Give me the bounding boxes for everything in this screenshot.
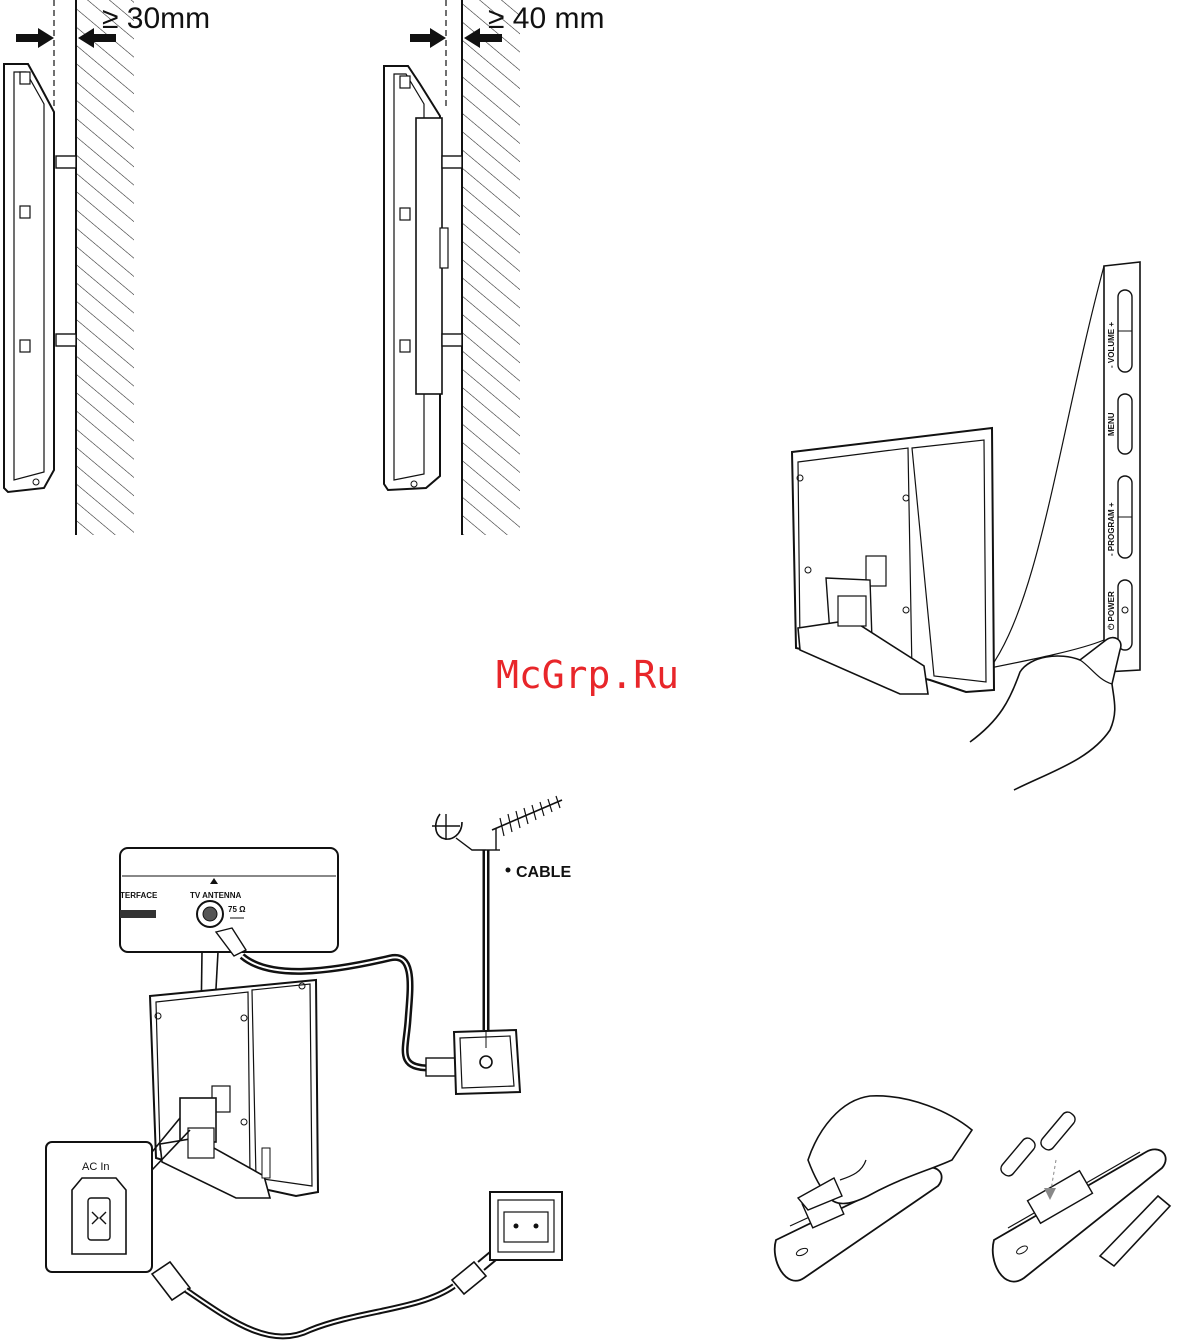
battery-icon (998, 1110, 1077, 1179)
tv-antenna-label: TV ANTENNA (190, 891, 241, 900)
satellite-dish-icon (432, 814, 486, 850)
ac-socket (88, 1198, 110, 1240)
tv-side-profile (384, 66, 462, 490)
clearance-diagram-30mm: ≥ 30mm (4, 0, 210, 535)
tv-back-view (150, 980, 318, 1198)
power-button (1118, 580, 1132, 650)
watermark-text: McGrp.Ru (496, 653, 679, 697)
remote-control-batteries (993, 1110, 1170, 1282)
arrow-right-icon (410, 28, 446, 48)
connection-diagram: TERFACE TV ANTENNA 75 Ω CABLE (46, 796, 571, 1336)
tv-side-profile (4, 64, 76, 492)
menu-button (1118, 394, 1132, 454)
volume-label: - VOLUME + (1107, 322, 1116, 368)
wall-power-outlet (490, 1192, 562, 1260)
menu-label: MENU (1107, 412, 1116, 436)
wall-hatching (76, 0, 134, 535)
tv-back-view (792, 428, 994, 694)
interface-slot (120, 910, 156, 918)
interface-label: TERFACE (120, 891, 158, 900)
power-cord (152, 1252, 496, 1336)
power-label: ⏻ POWER (1107, 591, 1116, 630)
clearance-diagram-40mm: ≥ 40 mm (384, 0, 604, 535)
clearance-label-30mm: ≥ 30mm (102, 2, 210, 35)
clearance-label-40mm: ≥ 40 mm (488, 2, 604, 35)
cable-label: CABLE (516, 864, 571, 881)
wall-hatching (462, 0, 520, 535)
impedance-label: 75 Ω (228, 905, 246, 914)
arrow-right-icon (16, 28, 54, 48)
antenna-icon (486, 796, 562, 850)
wall-antenna-outlet (454, 1030, 520, 1094)
remote-battery-diagram (775, 1096, 1170, 1282)
program-label: - PROGRAM + (1107, 502, 1116, 556)
tv-side-controls-diagram: - VOLUME + MENU - PROGRAM + ⏻ POWER (792, 262, 1140, 790)
ac-in-label: AC In (82, 1161, 110, 1173)
